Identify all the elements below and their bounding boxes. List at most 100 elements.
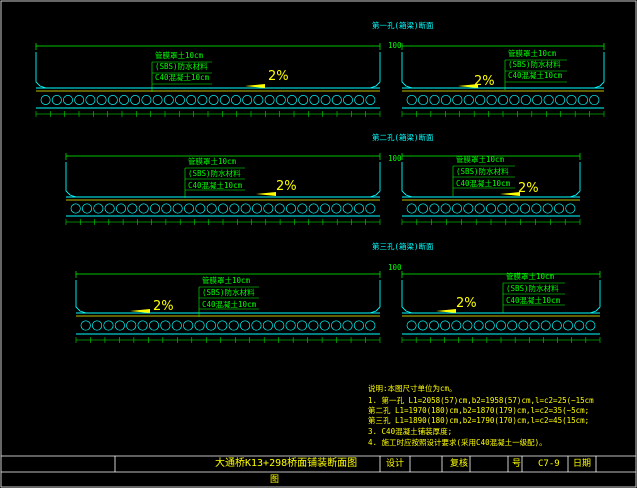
section-1-right-slab-void [497,94,509,106]
section-1-right-slab-void [509,94,520,106]
section-2-left-slab-void [285,203,297,214]
layer-label-bottom: C40混凝土10cm [456,179,511,188]
section-3-right-slab-void [529,320,540,331]
section-3-right-slab-void [417,320,428,331]
layer-label-mid: (SBS)防水材料 [202,288,255,297]
section-2-left-slab-void [206,203,217,214]
section-3-right-slab-void [574,320,585,331]
section-2-left-slab-void [183,203,195,214]
dimension-label: 100 [388,263,402,272]
slope-label: 2% [153,299,174,314]
section-3-left-railing-right [369,280,381,314]
section-3-left-slope-arrow [130,309,150,313]
section-3-left-slab-void [92,320,103,331]
slope-label: 2% [268,69,289,84]
section-2-right-slab-void [485,203,497,214]
section-1-right-slab-void [566,94,577,106]
section-2-left-slab-void [365,203,376,214]
section-3-right-slab-void [551,320,562,331]
section-3-left-slab-void [183,320,194,331]
cross-sections [35,43,605,343]
section-1-left-slab-void [51,95,62,105]
section-2-left-slab-void [93,203,104,214]
section-1-left-slab-void [163,95,174,105]
layer-label-mid: (SBS)防水材料 [456,167,509,176]
section-1-left-slab-void [343,95,353,105]
section-2-right-railing-left [401,162,413,198]
section-1-right-slab-void [589,94,600,106]
section-3-left-slab-void [148,320,160,331]
section-1-right-slab-void [555,94,566,106]
section-1-left-railing-right [369,52,381,89]
section-2-left-slab-void [229,203,240,214]
section-3-right-railing-left [401,280,413,314]
section-2-left-slab-void [331,203,342,214]
section-3-right-slab-void [440,320,451,331]
notes-line-5: 4. 施工时应按照设计要求(采用C40混凝土一级配)。 [368,438,547,447]
section-2-right-slab-void [497,203,508,214]
section-2-right-slab-void [531,203,542,214]
section-1-left-slab-void [40,95,51,105]
section-1-left-slab-void [275,95,286,105]
section-title-1: 第一孔(箱梁)断面 [372,21,434,30]
section-2-right-slab-void [565,203,576,214]
section-1-left-slab-void [85,95,96,105]
section-2-left-slab-void [195,203,206,214]
section-1-right-slab-void [463,94,474,106]
layer-label-top: 管膜罩土10cm [202,276,251,285]
section-2-left-slab-void [353,203,365,214]
designer-label: 设计 [386,459,405,469]
section-1-right-slab-void [486,94,497,106]
section-2-left-slab-void [274,203,285,214]
section-2-left-slab-void [70,203,81,214]
section-1-right-slab-void [418,94,429,106]
section-1-right-slab-void [532,94,543,106]
section-1-left-slab-void [107,95,118,105]
section-3-left-slab-void [126,320,137,331]
section-2-right-slab-void [406,203,417,214]
layer-label-top: 管膜罩土10cm [508,49,557,58]
section-1-left-slab-void [119,95,129,105]
section-2-left-slab-void [138,203,149,214]
section-2-left-slab-void [104,203,115,214]
section-1-right-railing-left [401,52,413,89]
section-3-right-slab-void [462,320,473,331]
section-1-left-railing-left [35,52,47,89]
section-1-left-slab-void [320,95,331,105]
section-1-left-slab-void [264,95,275,105]
section-3-right-slab-void [585,320,596,331]
section-3-left-slab-void [171,320,182,331]
section-1-right-slab-void [440,94,451,106]
section-3-left-slab-void [285,320,296,331]
section-3-right-slab-void [473,320,484,331]
section-2-left-slab-void [127,203,138,214]
checker-label: 复核 [450,459,469,469]
section-2-left-slab-void [172,203,183,214]
section-3-left-railing-left [75,280,87,314]
section-2-right-slope-arrow [256,192,276,196]
section-title-2: 第二孔(箱梁)断面 [372,133,434,142]
section-3-left-slab-void [228,320,239,331]
section-3-left-slab-void [114,320,125,331]
section-3-left-slab-void [240,320,251,331]
section-1-right-slab-void [475,94,486,106]
section-2-left-slab-void [217,203,229,214]
section-2-right-railing-right [569,162,581,198]
section-2-right-slab-void [474,203,485,214]
section-2-left-railing-left [65,162,77,198]
section-2-left-slab-void [115,203,127,214]
section-3-left-slab-void [342,320,353,331]
section-1-left-slab-void [331,95,342,105]
section-1-right-slab-void [543,94,554,106]
section-2-right-slab-void [417,203,429,214]
section-2-left-slab-void [240,203,251,214]
section-3-left-slab-void [194,320,205,331]
section-1-left-slab-void [130,95,141,105]
layer-label-mid: (SBS)防水材料 [155,62,208,71]
slope-label: 2% [456,296,477,311]
section-1-left-slab-void [354,95,365,105]
section-2-left-slab-void [297,203,308,214]
section-3-right-slab-void [484,320,495,331]
